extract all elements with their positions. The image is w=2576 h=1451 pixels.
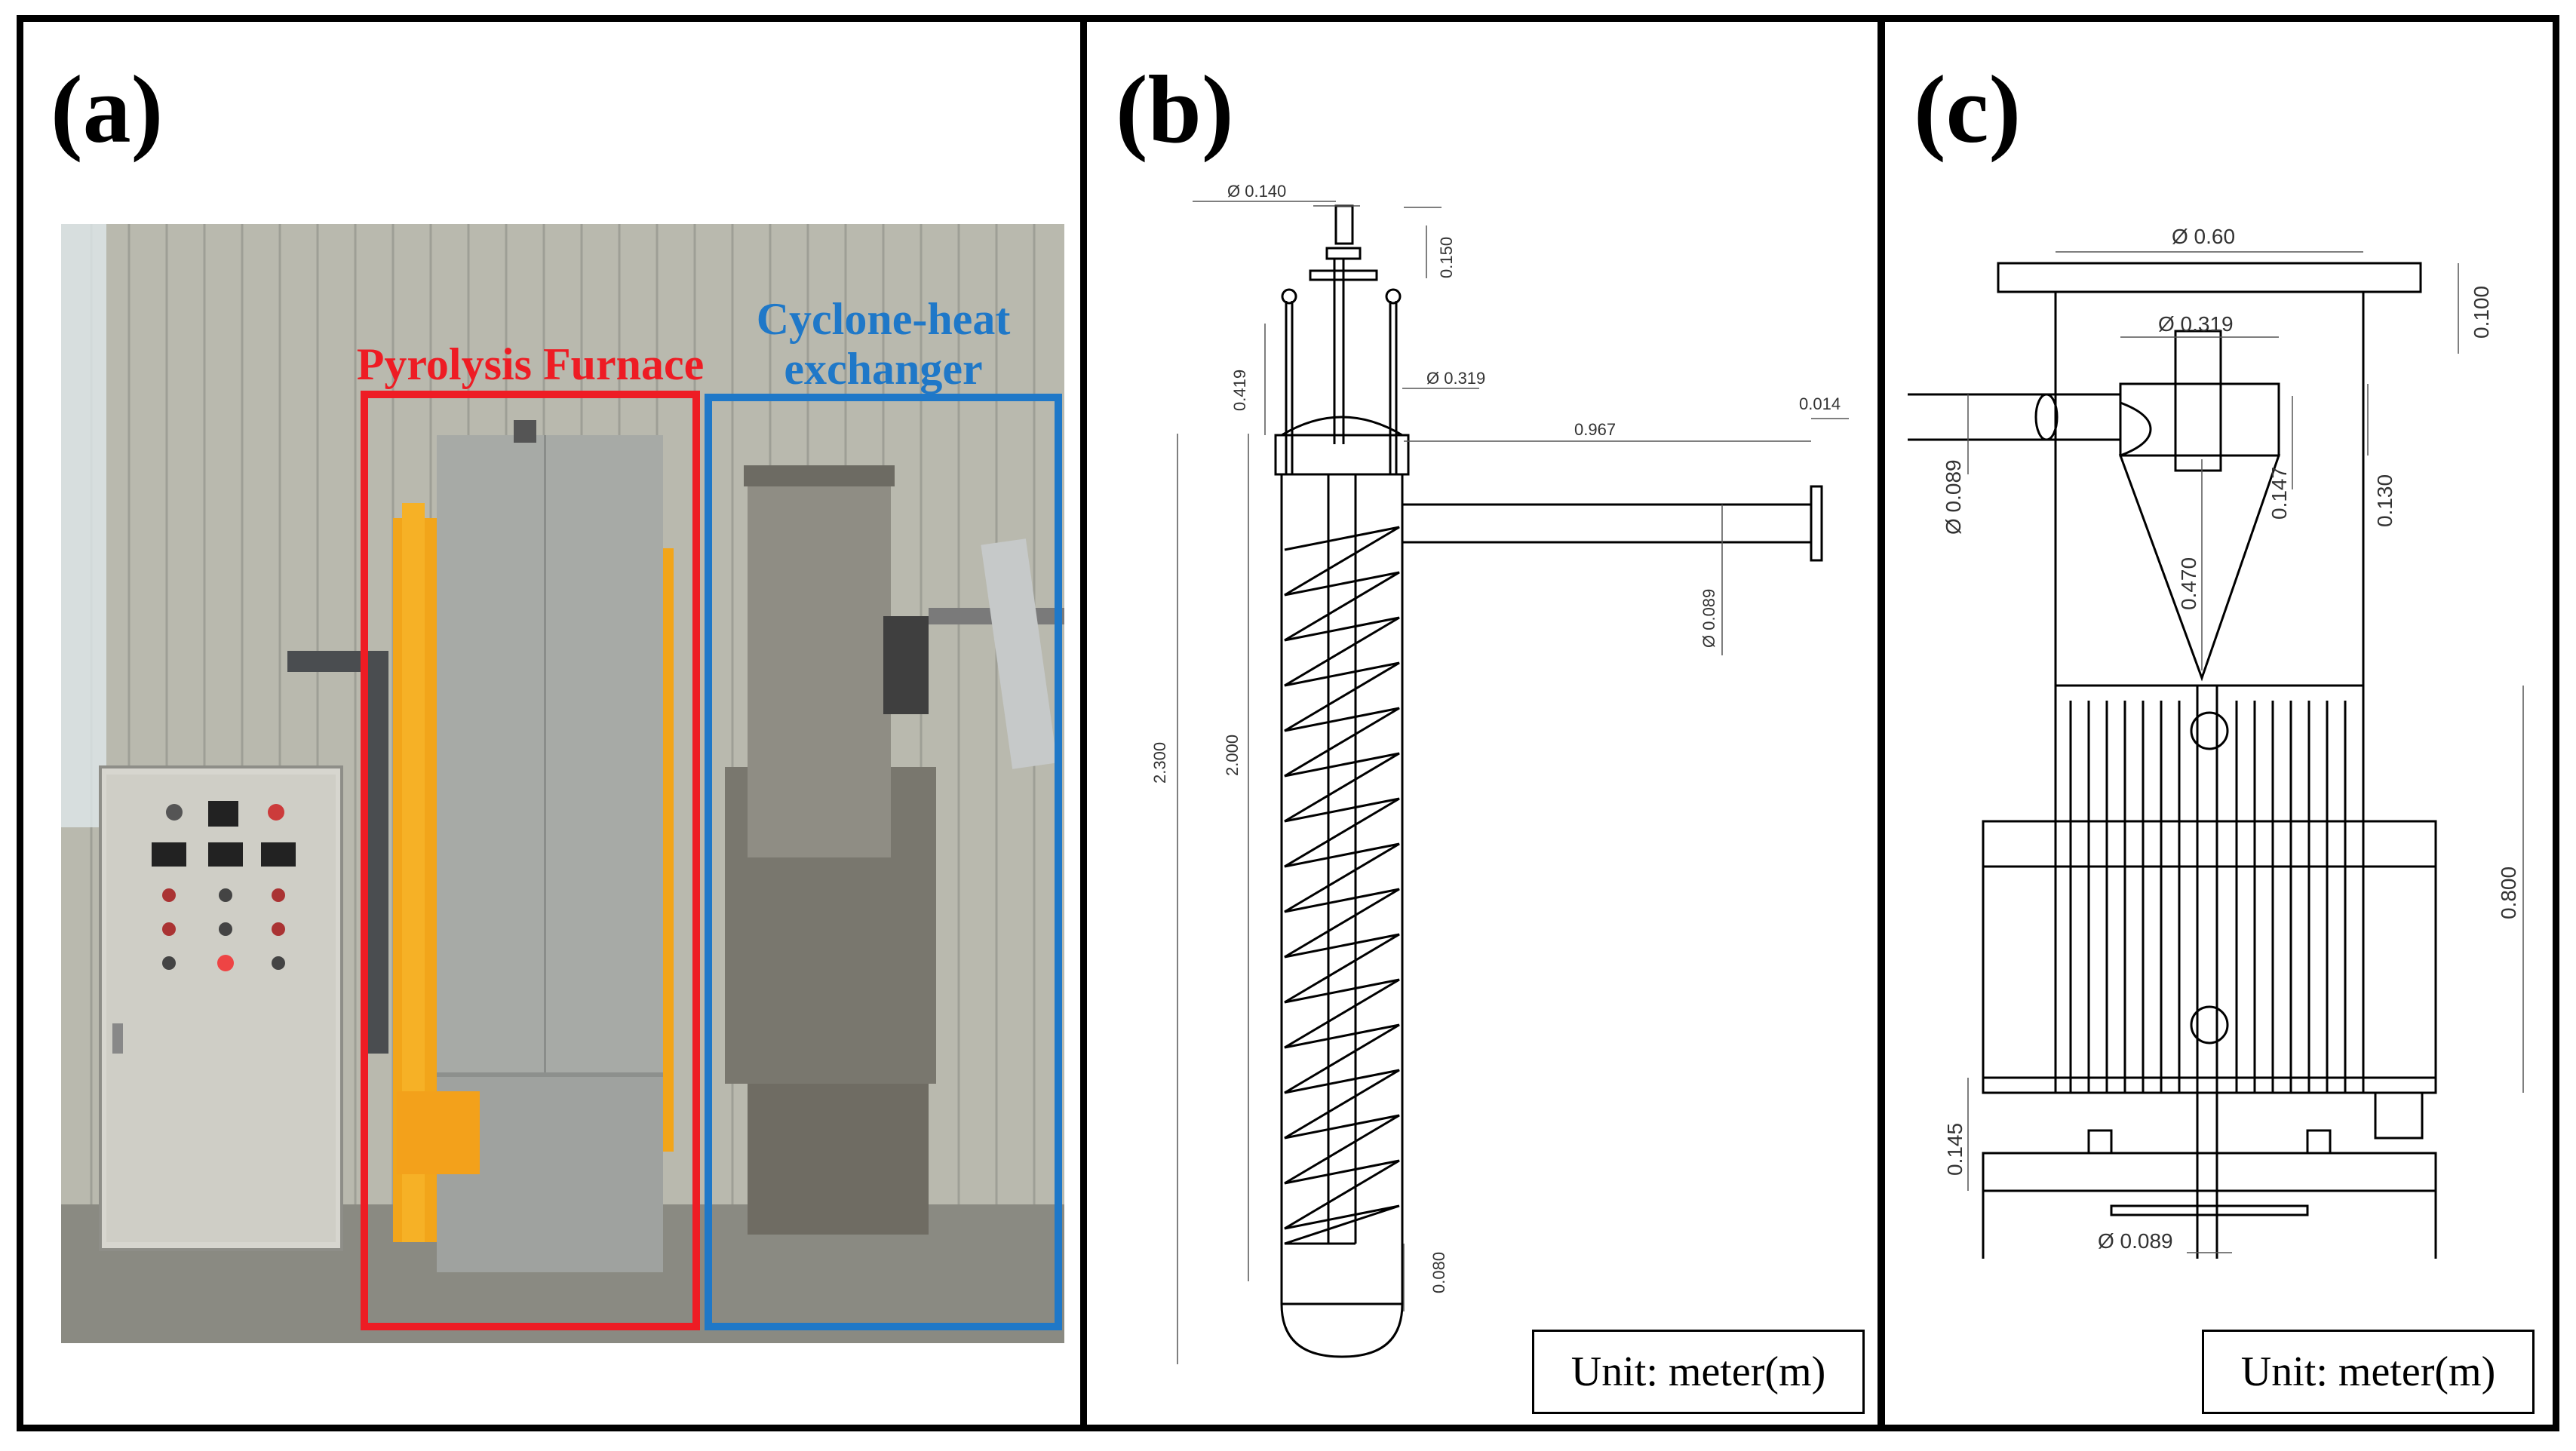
dim-d-shell: Ø 0.319 — [1426, 369, 1485, 388]
dim-h-top: 0.150 — [1437, 237, 1456, 278]
furnace-highlight-box — [361, 391, 700, 1330]
dim-h-cone: 0.470 — [2177, 557, 2200, 610]
dim-h-inlet: 0.147 — [2267, 467, 2291, 520]
pyrolysis-photo: Pyrolysis Furnace Cyclone-heat exchanger — [61, 224, 1064, 1343]
dim-h-body: 0.130 — [2373, 474, 2396, 527]
furnace-unit — [393, 420, 674, 1272]
dim-h-bottom: 0.080 — [1429, 1252, 1448, 1293]
panel-c: (c) — [1878, 15, 2559, 1431]
dim-h-lid: 0.100 — [2470, 286, 2493, 339]
dim-h-cap: 0.419 — [1230, 370, 1249, 411]
panel-b: (b) — [1080, 15, 1884, 1431]
dim-h-base: 0.145 — [1943, 1123, 1967, 1176]
cyclone-label-line1: Cyclone-heat — [757, 294, 1011, 344]
screw-coil — [1284, 526, 1400, 1245]
cyclone-drawing: Ø 0.60 Ø 0.319 0.100 Ø 0.089 0.147 0.130… — [1908, 225, 2524, 1259]
dim-d-outlet: Ø 0.089 — [2098, 1229, 2173, 1253]
dim-h-coil: 2.000 — [1223, 735, 1242, 776]
dim-h-total: 2.300 — [1150, 742, 1169, 784]
dim-flange: 0.014 — [1799, 394, 1841, 413]
reactor-drawing: Ø 0.140 0.150 Ø 0.319 0.419 0.967 0.014 … — [1150, 182, 1849, 1364]
dim-d-inlet: Ø 0.089 — [1942, 459, 1965, 535]
dim-d-cyclone: Ø 0.319 — [2158, 312, 2234, 336]
cyclone-highlight-box — [705, 394, 1062, 1330]
panel-a: (a) — [17, 15, 1087, 1431]
cyclone-unit — [725, 465, 1064, 1235]
cyclone-label-line2: exchanger — [784, 344, 982, 394]
dim-d-lid: Ø 0.60 — [2172, 225, 2235, 248]
dim-d-top: Ø 0.140 — [1227, 182, 1286, 201]
control-cabinet — [99, 765, 343, 1251]
dim-pipe-len: 0.967 — [1574, 420, 1616, 439]
panel-b-label: (b) — [1116, 56, 1234, 163]
panel-a-label: (a) — [51, 56, 164, 163]
exchanger-tubes — [2069, 686, 2347, 1259]
unit-box-c: Unit: meter(m) — [2202, 1330, 2535, 1414]
unit-box-b: Unit: meter(m) — [1532, 1330, 1865, 1414]
panel-c-label: (c) — [1914, 56, 2022, 163]
furnace-label: Pyrolysis Furnace — [357, 339, 705, 389]
dim-h-exchanger: 0.800 — [2497, 867, 2520, 919]
dim-d-pipe: Ø 0.089 — [1699, 589, 1718, 648]
